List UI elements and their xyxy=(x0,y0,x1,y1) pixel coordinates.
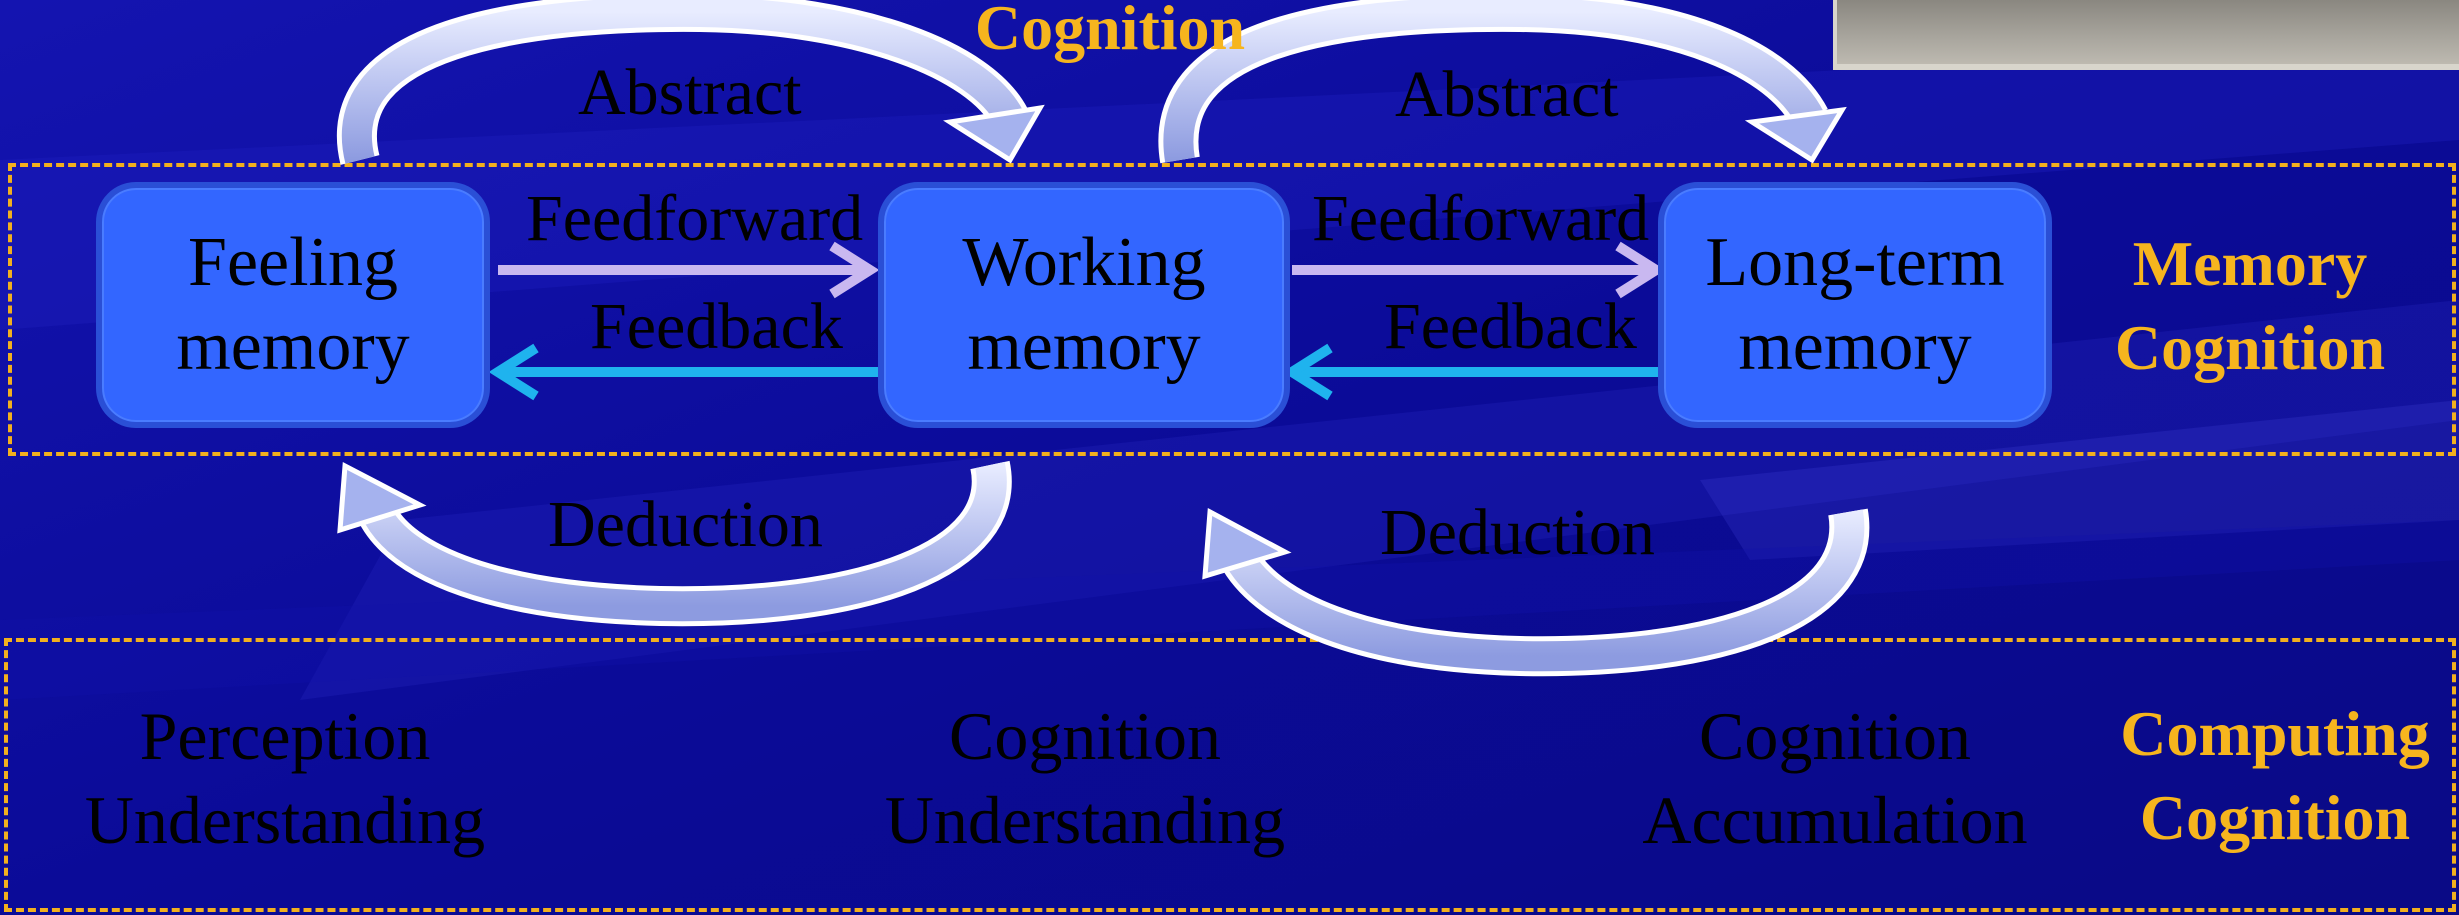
abstract-label-1: Abstract xyxy=(578,56,802,129)
deduction-label-1: Deduction xyxy=(548,488,823,561)
longterm-memory-line1: Long-term xyxy=(1705,224,2005,301)
longterm-memory-line2: memory xyxy=(1738,308,1972,385)
feedforward-label-1: Feedforward xyxy=(526,182,864,255)
cognition-accumulation-label: Cognition Accumulation xyxy=(1642,698,2028,858)
working-memory-line2: memory xyxy=(967,308,1201,385)
deduction-arrow-2 xyxy=(1202,507,1870,677)
feeling-memory-box: Feeling memory xyxy=(96,182,490,428)
feedback-arrow-1 xyxy=(488,343,878,401)
abstract-arrow-2 xyxy=(1158,0,1847,164)
abstract-label-2: Abstract xyxy=(1395,58,1619,131)
feedforward-label-2: Feedforward xyxy=(1312,182,1650,255)
feedback-label-1: Feedback xyxy=(590,290,843,363)
feedforward-arrow-2 xyxy=(1292,241,1666,299)
feeling-memory-line2: memory xyxy=(176,308,410,385)
photo-thumbnail xyxy=(1833,0,2459,70)
feedback-arrow-2 xyxy=(1282,343,1660,401)
computing-cognition-group xyxy=(4,638,2456,912)
working-memory-box: Working memory xyxy=(878,182,1290,428)
memory-cognition-group xyxy=(8,163,2456,456)
feedback-label-2: Feedback xyxy=(1384,290,1637,363)
feeling-memory-line1: Feeling xyxy=(188,224,398,301)
deduction-label-2: Deduction xyxy=(1380,496,1655,569)
feedforward-arrow-1 xyxy=(498,241,880,299)
memory-cognition-label: Memory Cognition xyxy=(2114,228,2386,383)
abstract-arrow-1 xyxy=(337,0,1045,165)
longterm-memory-box: Long-term memory xyxy=(1658,182,2052,428)
cognition-understanding-label: Cognition Understanding xyxy=(884,698,1286,858)
computing-cognition-label: Computing Cognition xyxy=(2120,698,2430,853)
perception-understanding-label: Perception Understanding xyxy=(84,698,486,858)
deduction-arrow-1 xyxy=(337,460,1012,627)
working-memory-line1: Working xyxy=(962,224,1206,301)
top-cognition-title: Cognition xyxy=(974,0,1246,63)
